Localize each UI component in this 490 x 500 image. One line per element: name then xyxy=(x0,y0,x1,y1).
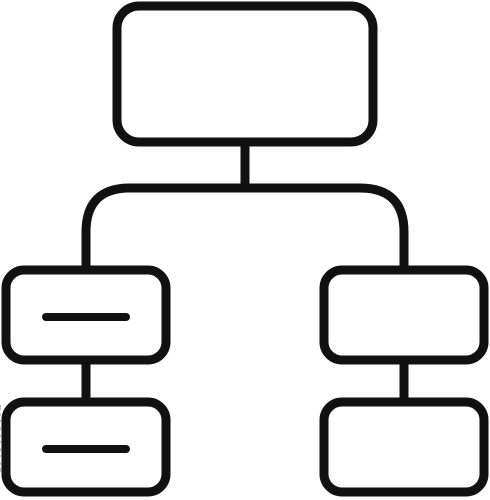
stock-id-label: 1505093692 xyxy=(0,403,4,474)
root-node-box xyxy=(112,1,378,147)
left-child-box xyxy=(1,397,171,497)
branch-connector xyxy=(81,183,409,275)
right-child-box xyxy=(319,397,489,497)
right-node-box xyxy=(319,265,489,365)
